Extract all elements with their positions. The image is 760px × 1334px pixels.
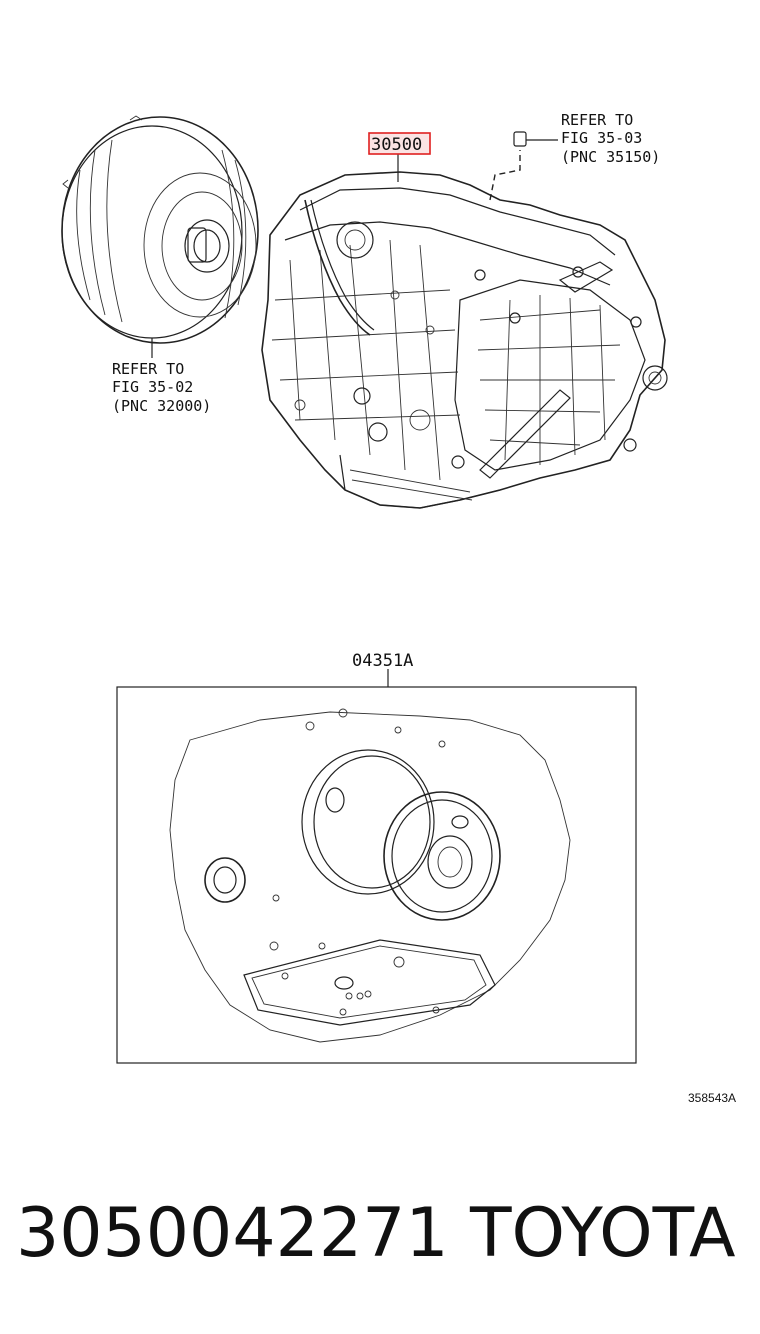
callout-highlight-box bbox=[368, 132, 431, 155]
transaxle-drawing bbox=[261, 131, 668, 509]
plug-ref-line3: (PNC 35150) bbox=[561, 148, 660, 166]
brand-name: TOYOTA bbox=[469, 1194, 735, 1273]
part-number: 3050042271 bbox=[16, 1194, 449, 1273]
figure-id: 358543A bbox=[688, 1091, 736, 1105]
converter-ref-line1: REFER TO bbox=[112, 360, 184, 378]
converter-ref-line2: FIG 35-02 bbox=[112, 378, 193, 396]
plug-ref-line2: FIG 35-03 bbox=[561, 129, 642, 147]
converter-ref-line3: (PNC 32000) bbox=[112, 397, 211, 415]
torque-converter-drawing bbox=[61, 115, 259, 358]
plug-ref-line1: REFER TO bbox=[561, 111, 633, 129]
callout-04351a[interactable]: 04351A bbox=[352, 651, 413, 671]
overhaul-kit-drawing bbox=[116, 669, 637, 1064]
callout-30500[interactable]: 30500 bbox=[371, 135, 422, 155]
